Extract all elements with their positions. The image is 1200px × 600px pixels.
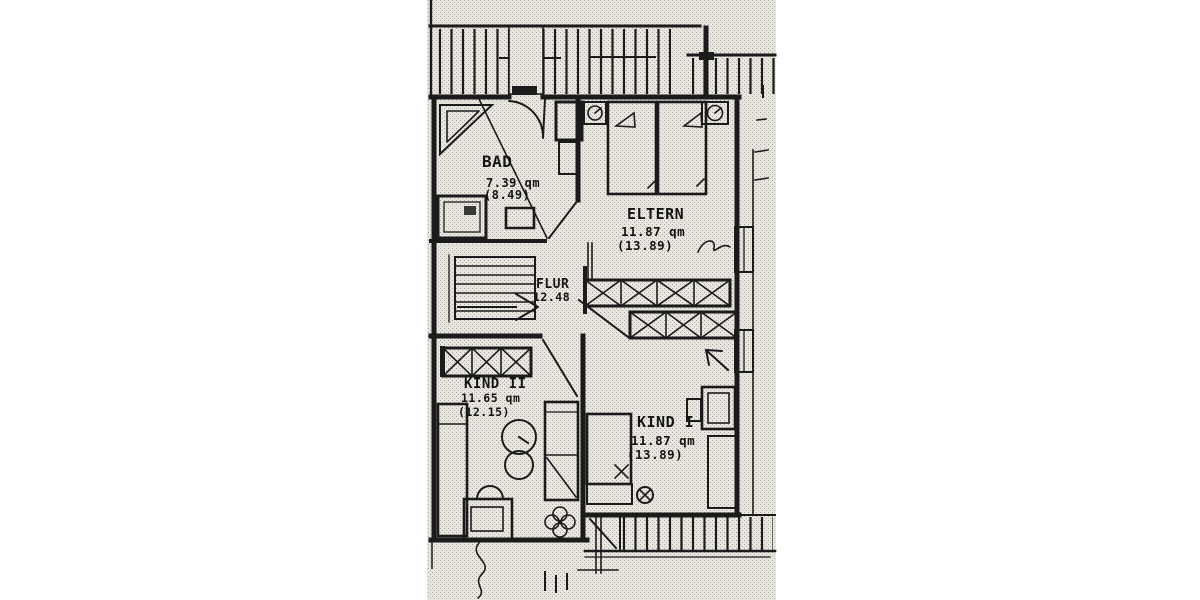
closet (707, 435, 738, 509)
room-area-gross-bad: (8.49) (484, 188, 530, 202)
dimension-tick (754, 149, 769, 153)
direction-arrow (704, 348, 730, 372)
shaft (554, 100, 584, 142)
nightstand (701, 101, 729, 125)
room-name-kind1: KIND I (637, 413, 694, 431)
room-name-kind2: KIND II (464, 376, 527, 392)
entry-door-swing (508, 98, 546, 139)
room-area-gross-kind2: (12.15) (458, 405, 510, 419)
sloped-ceiling-line (476, 95, 549, 240)
balcony-door-leaf (588, 517, 618, 550)
room-area-gross-kind1: (13.89) (627, 447, 683, 462)
direction-arrow-head (705, 349, 723, 366)
bad-door-leaf (547, 198, 580, 240)
chair (475, 485, 505, 501)
labels: BAD 7.39 qm (8.49) ELTERN 11.87 qm (13.8… (458, 152, 695, 462)
pencil-squiggle (697, 240, 731, 253)
lamp (706, 104, 724, 122)
pillow (613, 111, 636, 128)
room-eltern (583, 100, 731, 253)
round-table (501, 419, 537, 455)
toilet (504, 206, 536, 230)
pillow (681, 111, 703, 128)
room-area-kind2: 11.65 qm (461, 391, 520, 405)
bathtub (436, 194, 488, 240)
bed (606, 100, 658, 196)
shelf (686, 398, 702, 422)
room-area-bad: 7.39 qm (486, 176, 540, 190)
room-name-eltern: ELTERN (627, 205, 684, 223)
bed (436, 402, 469, 538)
lamp (587, 105, 603, 121)
desk (462, 497, 514, 541)
room-area-kind1: 11.87 qm (631, 433, 695, 448)
flur-stairs (448, 254, 539, 323)
room-area-gross-eltern: (13.89) (617, 238, 673, 253)
room-area-flur: 12.48 (533, 290, 570, 304)
corner-shower (439, 104, 495, 157)
room-area-eltern: 11.87 qm (621, 224, 685, 239)
balcony-hatch-bottom (544, 514, 777, 593)
washbasin (558, 141, 579, 175)
lamp (636, 486, 654, 504)
stair-arrow-head (515, 293, 539, 321)
bed (656, 100, 708, 196)
nightstand (583, 101, 607, 125)
stool (504, 450, 534, 480)
threshold (512, 86, 537, 95)
roof-hatch-top (428, 24, 777, 98)
room-name-bad: BAD (482, 152, 512, 171)
plant-symbol (544, 506, 576, 538)
dimension-tick (754, 177, 769, 181)
railings (440, 278, 739, 398)
railing-lower (628, 310, 739, 340)
staircase (454, 256, 536, 320)
pencil-squiggle (475, 542, 486, 599)
room-bad (436, 95, 584, 240)
bed-footer (586, 483, 633, 505)
kind2-door-leaf (541, 338, 579, 398)
room-name-flur: FLUR (536, 277, 569, 292)
kind1-door-leaf (577, 298, 630, 339)
wardrobe (543, 400, 580, 502)
room-kind1 (585, 385, 738, 509)
room-kind2 (436, 400, 580, 599)
